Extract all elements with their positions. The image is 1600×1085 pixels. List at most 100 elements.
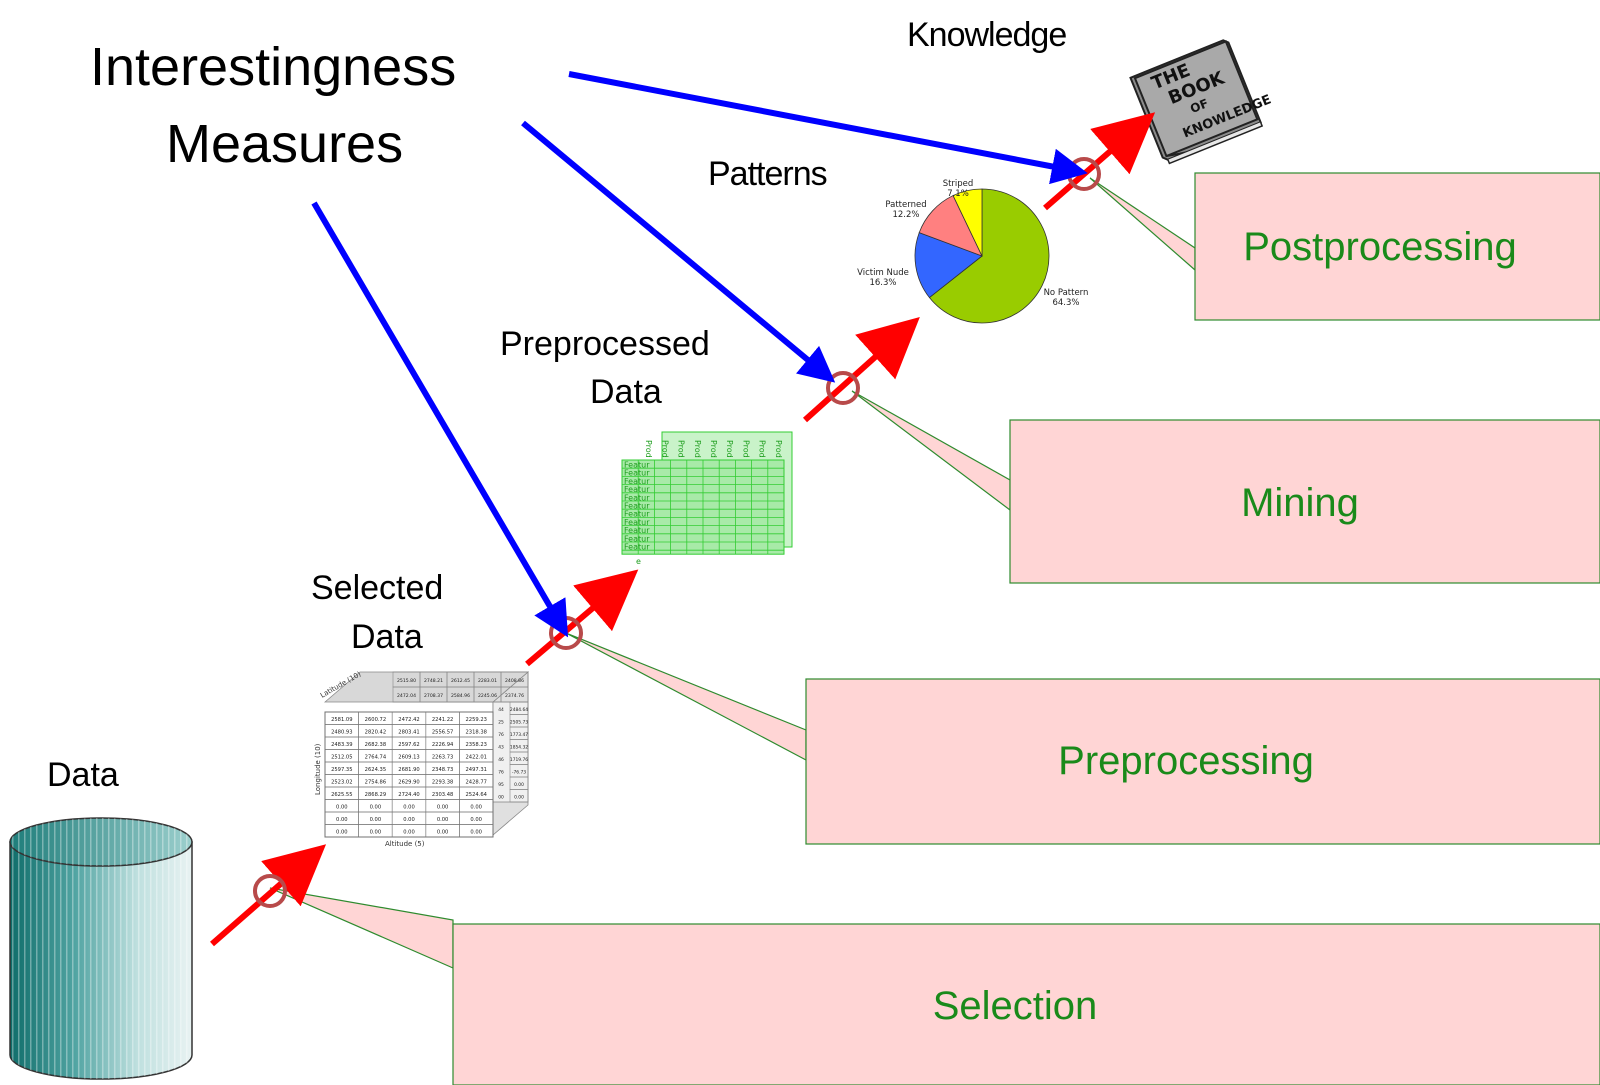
cube-side-cell: 0.00 bbox=[514, 782, 524, 788]
cube-cell: 0.00 bbox=[370, 805, 382, 811]
pie-slice bbox=[914, 232, 983, 299]
cube-cell: 0.00 bbox=[370, 817, 382, 823]
cube-cell: 2523.02 bbox=[331, 780, 352, 786]
cube-side-left-cell: 76 bbox=[498, 770, 504, 776]
cube-cell: 2820.42 bbox=[365, 730, 386, 736]
cube-cell: 2597.62 bbox=[398, 742, 419, 748]
cube-side-cell: -76.73 bbox=[512, 770, 526, 776]
matrix-col-label: Prod bbox=[774, 440, 783, 458]
stage-label-selected-1: Selected bbox=[311, 569, 444, 607]
cube-side-left-cell: 95 bbox=[498, 782, 504, 788]
cube-cell: 2556.57 bbox=[432, 730, 453, 736]
cube-side-cell: 0.00 bbox=[514, 795, 524, 801]
matrix-col-label: Prod bbox=[741, 440, 750, 458]
cube-cell: 2609.13 bbox=[398, 755, 419, 761]
cube-cell: 2259.23 bbox=[465, 717, 486, 723]
matrix-col-label: Prod bbox=[693, 440, 702, 458]
callout-preprocessing: Preprocessing bbox=[565, 632, 1600, 845]
pie-percent: 12.2% bbox=[892, 210, 919, 220]
cube-cell: 2625.55 bbox=[331, 792, 352, 798]
pie-slice bbox=[952, 188, 983, 257]
callout-postprocessing-label: Postprocessing bbox=[1243, 225, 1516, 269]
cube-cell: 0.00 bbox=[437, 830, 449, 836]
cube-cell: 0.00 bbox=[437, 817, 449, 823]
cube-cell: 2483.39 bbox=[331, 742, 352, 748]
matrix-row-label: Featur bbox=[624, 461, 650, 470]
cube-cell: 2803.41 bbox=[398, 730, 419, 736]
cube-side-cell: 1719.76 bbox=[510, 757, 528, 763]
cube-back-cell: 2612.45 bbox=[451, 678, 470, 684]
cube-cell: 0.00 bbox=[403, 805, 415, 811]
pie-label: No Pattern bbox=[1044, 288, 1089, 298]
cube-cell: 0.00 bbox=[370, 830, 382, 836]
matrix-tail: e bbox=[636, 557, 641, 566]
matrix-row-label: Featur bbox=[624, 502, 650, 511]
cube-back-cell: 2584.96 bbox=[451, 693, 470, 699]
matrix-row-label: Featur bbox=[624, 543, 650, 552]
cube-side-left-cell: 43 bbox=[498, 745, 504, 751]
pie-percent: 16.3% bbox=[869, 278, 896, 288]
matrix-col-label: Prod bbox=[644, 440, 653, 458]
cube-cell: 2524.64 bbox=[465, 792, 487, 798]
pie-percent: 7.1% bbox=[947, 189, 969, 199]
cube-cell: 0.00 bbox=[403, 817, 415, 823]
title-line1: Interestingness bbox=[90, 37, 457, 97]
cube-cell: 2724.40 bbox=[398, 792, 419, 798]
cube-altitude-label: Altitude (5) bbox=[385, 840, 425, 848]
cube-side-cell: 1854.32 bbox=[510, 745, 528, 751]
stage-label-preprocessed-1: Preprocessed bbox=[500, 325, 710, 363]
cube-cell: 0.00 bbox=[336, 805, 348, 811]
cube-cell: 0.00 bbox=[336, 830, 348, 836]
callout-selection: Selection bbox=[269, 887, 1600, 1085]
interestingness-arrows bbox=[311, 71, 1088, 638]
cube-cell: 2497.31 bbox=[465, 767, 486, 773]
cube-cell: 2293.38 bbox=[432, 780, 453, 786]
cube-cell: 2358.23 bbox=[465, 742, 486, 748]
cube-cell: 0.00 bbox=[470, 817, 482, 823]
stage-label-selected-2: Data bbox=[351, 618, 423, 656]
cube-longitude-label: Longitude (10) bbox=[314, 743, 322, 795]
title-line2: Measures bbox=[166, 114, 404, 174]
matrix-row-label: Featur bbox=[624, 469, 650, 478]
cube-back-cell: 2374.76 bbox=[505, 693, 524, 699]
matrix-col-label: Prod bbox=[758, 440, 767, 458]
stage-label-preprocessed-2: Data bbox=[590, 373, 662, 411]
cube-cell: 0.00 bbox=[470, 805, 482, 811]
matrix-row-label: Featur bbox=[624, 534, 650, 543]
pie-label: Victim Nude bbox=[857, 268, 909, 278]
stage-label-knowledge: Knowledge bbox=[907, 16, 1067, 54]
cube-cell: 2472.42 bbox=[398, 717, 419, 723]
cube-cell: 0.00 bbox=[470, 830, 482, 836]
cube-cell: 2428.77 bbox=[465, 780, 486, 786]
database-cylinder-icon bbox=[9, 817, 193, 1080]
cube-side-cell: 2505.73 bbox=[510, 720, 528, 726]
cube-cell: 0.00 bbox=[336, 817, 348, 823]
cube-cell: 2241.22 bbox=[432, 717, 453, 723]
cube-cell: 2624.35 bbox=[365, 767, 386, 773]
cube-cell: 2764.74 bbox=[365, 755, 387, 761]
cube-cell: 2681.90 bbox=[398, 767, 419, 773]
cube-side-cell: 2484.64 bbox=[510, 707, 528, 713]
cube-back-cell: 2472.04 bbox=[397, 693, 416, 699]
cube-cell: 2597.35 bbox=[331, 767, 352, 773]
cube-back-cell: 2748.21 bbox=[424, 678, 443, 684]
cube-cell: 2263.73 bbox=[432, 755, 453, 761]
matrix-col-label: Prod bbox=[725, 440, 734, 458]
matrix-row-label: Featur bbox=[624, 477, 650, 486]
cube-cell: 2629.90 bbox=[398, 780, 419, 786]
cube-cell: 2868.29 bbox=[365, 792, 386, 798]
cube-side-left-cell: 46 bbox=[498, 757, 504, 763]
matrix-row-label: Featur bbox=[624, 526, 650, 535]
cube-side-left-cell: 25 bbox=[498, 720, 504, 726]
callout-mining-label: Mining bbox=[1241, 481, 1359, 525]
matrix-row-label: Featur bbox=[624, 510, 650, 519]
cube-side-cell: 1773.47 bbox=[510, 732, 528, 738]
cube-cell: 2318.38 bbox=[465, 730, 486, 736]
matrix-row-label: Featur bbox=[624, 485, 650, 494]
cube-cell: 2600.72 bbox=[365, 717, 386, 723]
stage-label-data: Data bbox=[47, 756, 119, 794]
